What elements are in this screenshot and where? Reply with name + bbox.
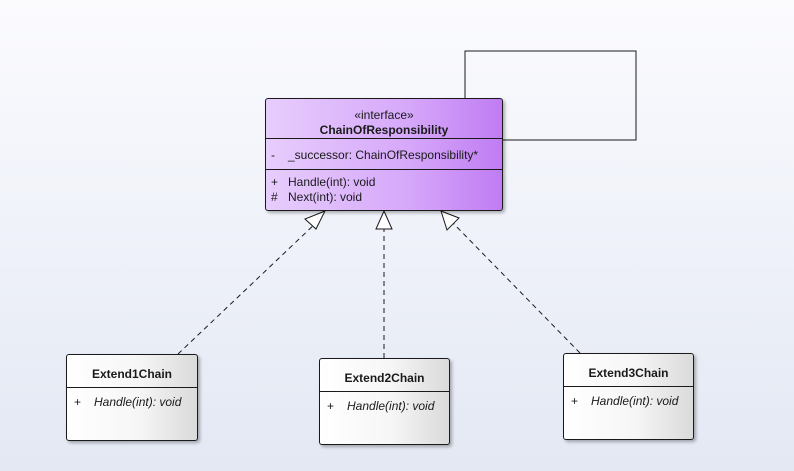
operation-row[interactable]: # Next(int): void <box>266 190 502 205</box>
visibility-marker: - <box>271 148 275 162</box>
class-header: Extend1Chain <box>67 355 197 388</box>
operations-compartment: + Handle(int): void <box>320 392 449 414</box>
self-association-line[interactable] <box>464 50 637 141</box>
visibility-marker: + <box>571 394 579 408</box>
class-header: «interface» ChainOfResponsibility <box>266 99 502 139</box>
class-name: Extend2Chain <box>344 371 425 385</box>
operation-text: Handle(int): void <box>591 394 679 408</box>
visibility-marker: + <box>327 399 335 413</box>
class-header: Extend3Chain <box>564 354 693 387</box>
operations-compartment: + Handle(int): void # Next(int): void <box>266 170 502 205</box>
class-extend2chain[interactable]: Extend2Chain + Handle(int): void <box>319 358 450 445</box>
realization-arrowhead <box>304 210 327 230</box>
operation-row[interactable]: + Handle(int): void <box>67 395 197 410</box>
realization-arrowhead <box>440 210 460 231</box>
visibility-marker: + <box>271 175 279 189</box>
operations-compartment: + Handle(int): void <box>67 388 197 410</box>
visibility-marker: + <box>74 395 82 409</box>
class-header: Extend2Chain <box>320 359 449 392</box>
operation-text: Next(int): void <box>288 190 363 204</box>
class-name: Extend3Chain <box>588 366 669 380</box>
operations-compartment: + Handle(int): void <box>564 387 693 409</box>
attributes-compartment: - _successor: ChainOfResponsibility* <box>266 139 502 170</box>
operation-row[interactable]: + Handle(int): void <box>320 399 449 414</box>
operation-row[interactable]: + Handle(int): void <box>564 394 693 409</box>
visibility-marker: # <box>271 190 278 204</box>
operation-text: Handle(int): void <box>288 175 376 189</box>
operation-text: Handle(int): void <box>347 399 435 413</box>
realization-extend1chain[interactable] <box>177 210 327 355</box>
class-name: ChainOfResponsibility <box>319 123 449 137</box>
class-name: Extend1Chain <box>91 367 172 381</box>
attribute-row[interactable]: - _successor: ChainOfResponsibility* <box>266 148 502 163</box>
operation-row[interactable]: + Handle(int): void <box>266 175 502 190</box>
interface-chainofresponsibility[interactable]: «interface» ChainOfResponsibility - _suc… <box>265 98 503 211</box>
realization-extend2chain[interactable] <box>375 209 393 358</box>
class-extend3chain[interactable]: Extend3Chain + Handle(int): void <box>563 353 694 440</box>
realization-arrowhead <box>375 209 393 230</box>
attribute-text: _successor: ChainOfResponsibility* <box>288 148 479 162</box>
operation-text: Handle(int): void <box>94 395 182 409</box>
realization-extend3chain[interactable] <box>440 210 581 354</box>
class-extend1chain[interactable]: Extend1Chain + Handle(int): void <box>66 354 198 441</box>
stereotype-label: «interface» <box>354 108 414 122</box>
